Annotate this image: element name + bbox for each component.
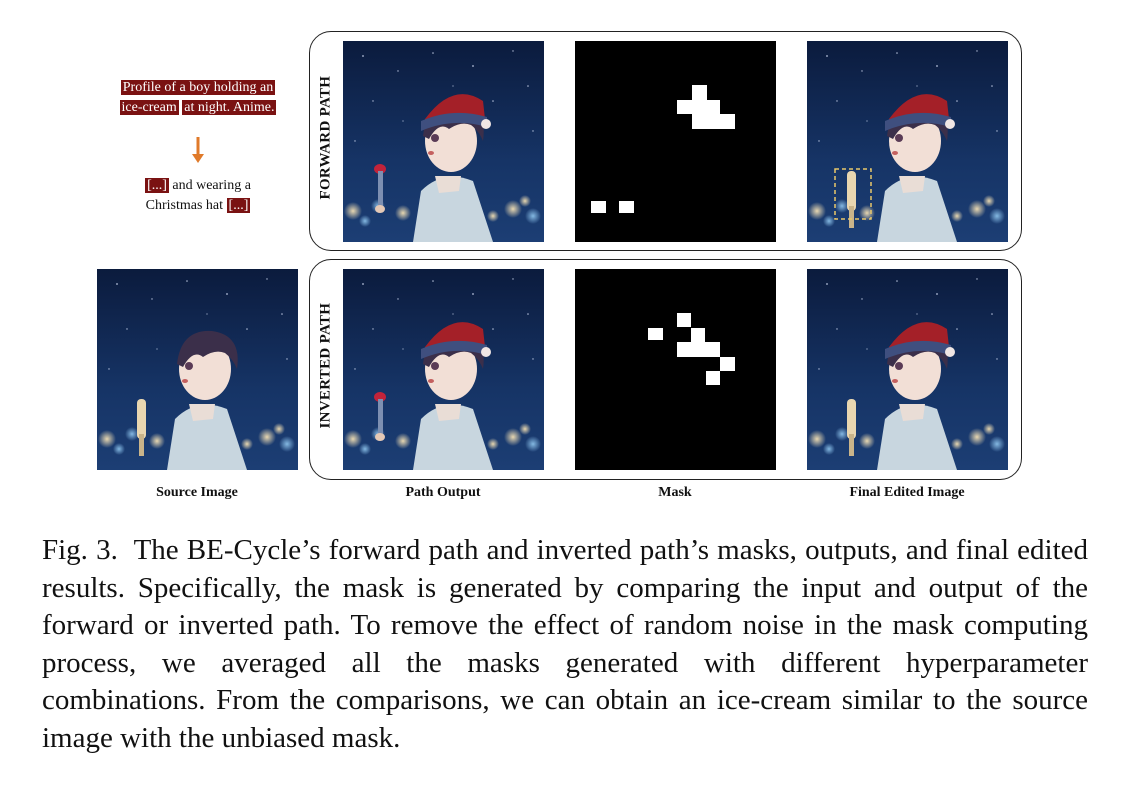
inverted-final-edited-image <box>807 269 1008 470</box>
inverted-path-output-image <box>343 269 544 470</box>
edit-ellipsis-start: [...] <box>145 178 169 193</box>
inverted-path-frame <box>309 259 1022 480</box>
source-prompt: Profile of a boy holding an ice-cream at… <box>100 78 296 118</box>
forward-final-edited-image <box>807 41 1008 242</box>
source-image <box>97 269 298 470</box>
cropped-header-fragment <box>70 0 78 24</box>
figure-caption: Fig. 3. The BE-Cycle’s forward path and … <box>42 532 1088 757</box>
forward-path-output-image <box>343 41 544 242</box>
edit-text-2: Christmas hat <box>145 198 224 213</box>
prompt-ice-cream: ice-cream <box>119 100 179 115</box>
inverted-path-label: INVERTED PATH <box>317 302 334 429</box>
column-label-final: Final Edited Image <box>849 485 965 500</box>
caption-text: The BE-Cycle’s forward path and inverted… <box>42 534 1088 754</box>
edit-ellipsis-end: [...] <box>226 198 251 213</box>
column-label-source: Source Image <box>156 485 238 500</box>
edit-prompt: [...] and wearing a Christmas hat [...] <box>100 176 296 216</box>
forward-path-label: FORWARD PATH <box>317 75 334 200</box>
column-label-mask: Mask <box>658 485 692 500</box>
edit-text-1: and wearing a <box>172 178 251 193</box>
inverted-mask-image <box>575 269 776 470</box>
arrow-down-icon <box>192 137 204 163</box>
prompt-line1: Profile of a boy holding an <box>120 80 276 95</box>
caption-label: Fig. 3. <box>42 534 118 566</box>
prompt-line2b: at night. Anime. <box>182 100 277 115</box>
column-label-path-output: Path Output <box>405 485 481 500</box>
forward-mask-image <box>575 41 776 242</box>
forward-path-frame <box>309 31 1022 251</box>
